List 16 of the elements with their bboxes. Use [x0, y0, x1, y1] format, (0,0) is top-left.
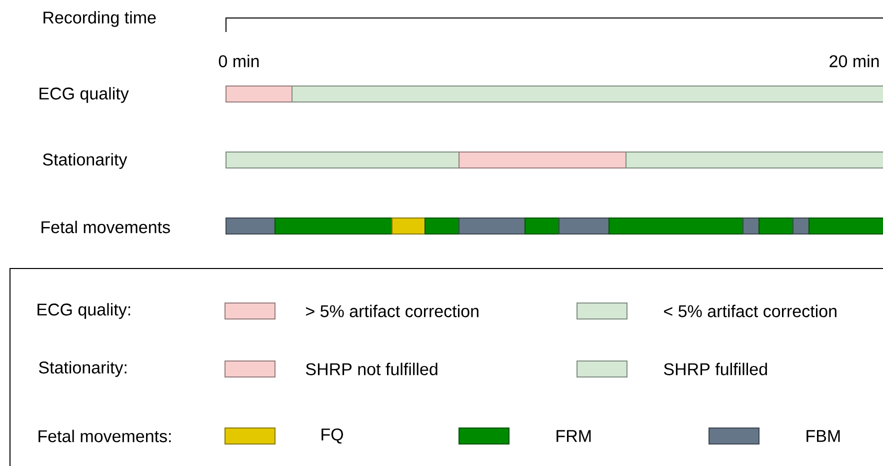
row-label: Stationarity [42, 153, 128, 169]
legend-label: > 5% artifact correction [306, 304, 478, 318]
tick-label: 0 min [218, 54, 259, 68]
legend-label: SHRP fulfilled [664, 362, 767, 376]
legend-label: SHRP not fulfilled [306, 362, 438, 376]
row-label: Fetal movements [42, 220, 170, 234]
tick-label: 20 min [830, 54, 879, 68]
legend-label: < 5% artifact correction [664, 304, 836, 318]
legend-heading: Fetal movements: [38, 430, 171, 442]
legend-label: FRM [556, 430, 591, 442]
row-label: ECG quality [40, 87, 129, 103]
legend-label: FBM [806, 430, 840, 442]
legend-label: FQ [322, 428, 343, 444]
legend-heading: ECG quality: [38, 303, 130, 319]
legend-heading: Stationarity: [38, 361, 126, 377]
axis-title: Recording time [44, 11, 156, 27]
